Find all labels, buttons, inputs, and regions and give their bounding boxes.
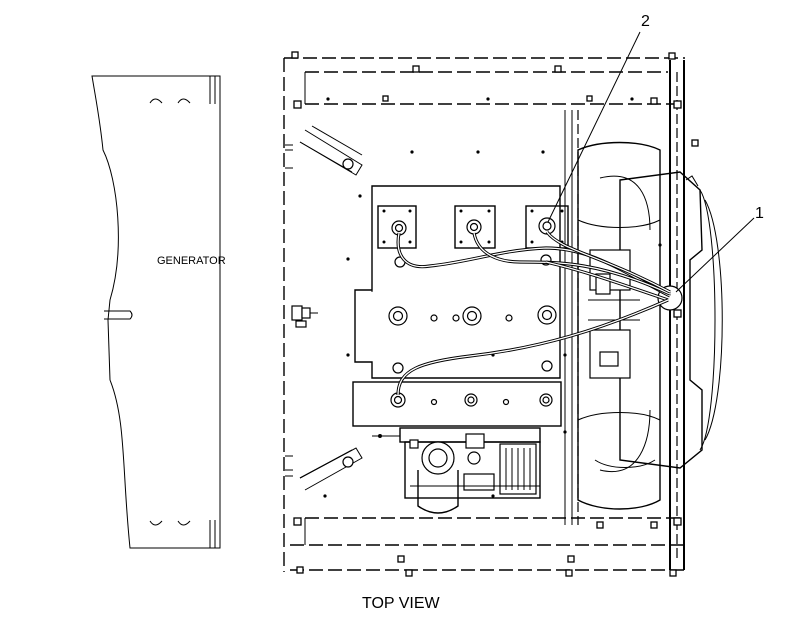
housing — [283, 57, 685, 572]
mounting-plate — [354, 185, 561, 379]
terminal-blocks — [377, 205, 569, 249]
wiring-harness — [396, 230, 671, 396]
generator-outline — [91, 75, 221, 549]
lower-terminal-block — [352, 381, 562, 427]
terminal-studs — [388, 217, 557, 374]
callout-1-label: 1 — [755, 205, 764, 222]
callout-2-label: 2 — [641, 13, 650, 30]
fastener-dots — [323, 97, 662, 498]
generator-label: GENERATOR — [157, 255, 226, 267]
view-title: TOP VIEW — [362, 595, 441, 612]
callout-leaders — [547, 31, 755, 293]
upper-bracket — [285, 125, 363, 176]
lower-bracket — [285, 447, 363, 491]
rectifier-assembly — [372, 427, 541, 514]
frame-bolts — [291, 51, 699, 577]
side-connector — [291, 305, 318, 328]
